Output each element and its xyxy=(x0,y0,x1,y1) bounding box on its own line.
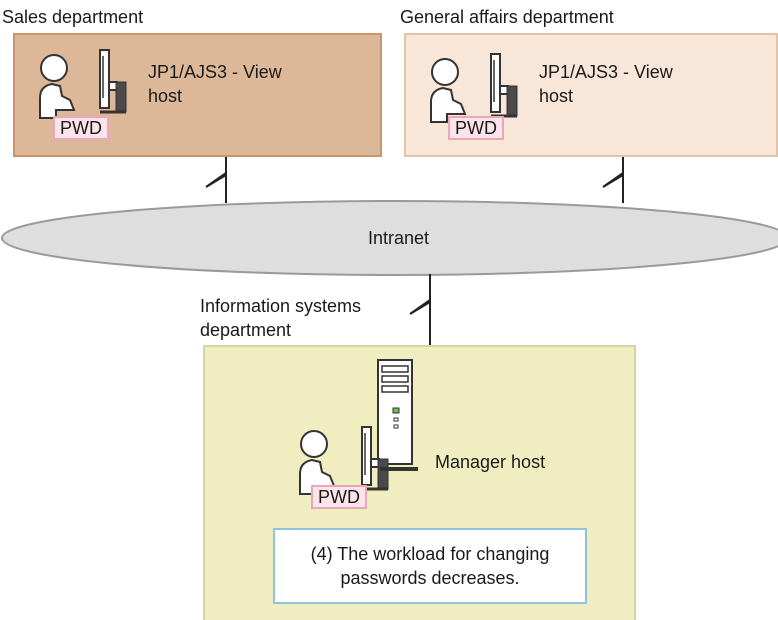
general-host-label: JP1/AJS3 - View host xyxy=(539,62,673,106)
pwd-badge: PWD xyxy=(448,116,504,140)
monitor-icon xyxy=(361,426,418,491)
user-icon xyxy=(39,54,76,119)
sales-department-title: Sales department xyxy=(2,7,144,27)
pwd-badge: PWD xyxy=(53,116,109,140)
lightning-link-icon xyxy=(205,157,227,203)
monitor-icon xyxy=(490,53,518,118)
server-icon xyxy=(377,359,413,465)
general-affairs-department-title: General affairs department xyxy=(400,7,614,27)
intranet-ellipse xyxy=(1,200,778,276)
lightning-link-icon xyxy=(602,157,624,203)
sales-host-label: JP1/AJS3 - View host xyxy=(148,62,282,106)
information-systems-department-title: Information systems department xyxy=(200,296,362,340)
user-icon xyxy=(430,58,467,123)
pwd-badge: PWD xyxy=(311,485,367,509)
manager-host-label: Manager host xyxy=(435,452,546,472)
lightning-link-icon xyxy=(409,274,431,346)
monitor-icon xyxy=(99,49,127,114)
note-box: (4) The workload for changing passwords … xyxy=(273,528,587,604)
intranet-label: Intranet xyxy=(368,228,430,248)
